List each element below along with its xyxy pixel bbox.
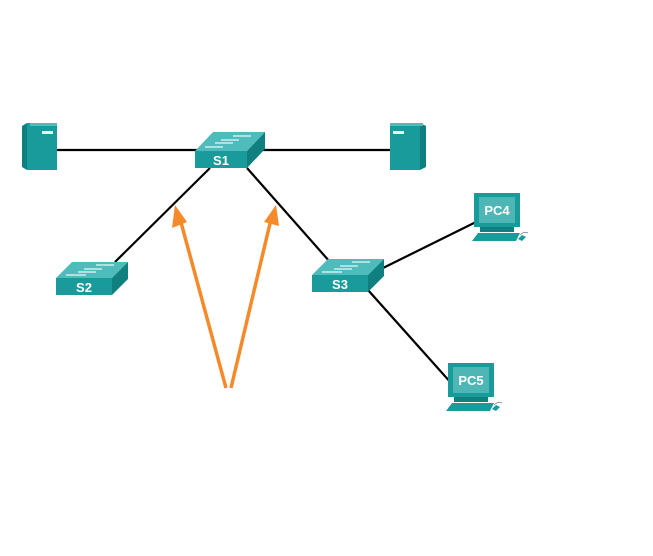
link-s3-pc4 [382, 221, 477, 269]
arrow-to-s1-s3-link [229, 214, 274, 389]
switch-s1[interactable]: S1 [195, 132, 265, 168]
switch-label-s3: S3 [332, 277, 348, 292]
switch-arrows-icon [205, 135, 251, 148]
link-s1-s3 [246, 167, 331, 263]
link-s3-pc5 [367, 289, 453, 385]
arrowhead-right [264, 205, 279, 226]
server-drive-icon [42, 131, 53, 134]
switch-side [368, 259, 384, 292]
switch-s3[interactable]: S3 [312, 259, 384, 292]
switch-arrows-icon [322, 261, 370, 273]
server-side [420, 123, 426, 170]
pc-base [480, 227, 514, 232]
server-top [390, 123, 423, 126]
pc-screen [453, 367, 489, 393]
pc-mouse-cable [493, 401, 503, 406]
pc-keyboard-icon [472, 233, 520, 241]
switch-label-s2: S2 [76, 280, 92, 295]
switch-top [312, 259, 384, 275]
server-front [27, 123, 57, 170]
pc-label-pc5: PC5 [458, 373, 483, 388]
server-front [390, 123, 420, 170]
pc-mouse-icon [492, 405, 500, 411]
pc-mouse-icon [518, 235, 526, 241]
pc-screen [479, 197, 515, 223]
switch-front [312, 275, 368, 292]
annotation-arrows [172, 205, 279, 389]
server-left[interactable] [22, 123, 57, 170]
switch-top [56, 262, 128, 278]
links [55, 148, 477, 385]
link-s1-s2 [114, 167, 211, 263]
arrowhead-left [172, 205, 187, 228]
server-top [30, 123, 57, 126]
switch-side [247, 132, 265, 168]
switch-front [56, 278, 112, 295]
switch-arrows-icon [66, 264, 114, 276]
switch-top [195, 132, 265, 151]
pc-pc5[interactable]: PC5 [446, 363, 503, 411]
pc-mouse-cable [519, 231, 529, 236]
pc-base [454, 397, 488, 402]
switch-s2[interactable]: S2 [56, 262, 128, 295]
switch-side [112, 262, 128, 295]
switch-label-s1: S1 [213, 153, 229, 168]
server-drive-icon [393, 131, 404, 134]
pc-label-pc4: PC4 [484, 203, 510, 218]
switch-front [195, 151, 247, 168]
pc-pc4[interactable]: PC4 [472, 193, 529, 241]
arrow-to-s1-s2-link [177, 214, 228, 389]
server-right[interactable] [390, 123, 426, 170]
pc-keyboard-icon [446, 403, 494, 411]
